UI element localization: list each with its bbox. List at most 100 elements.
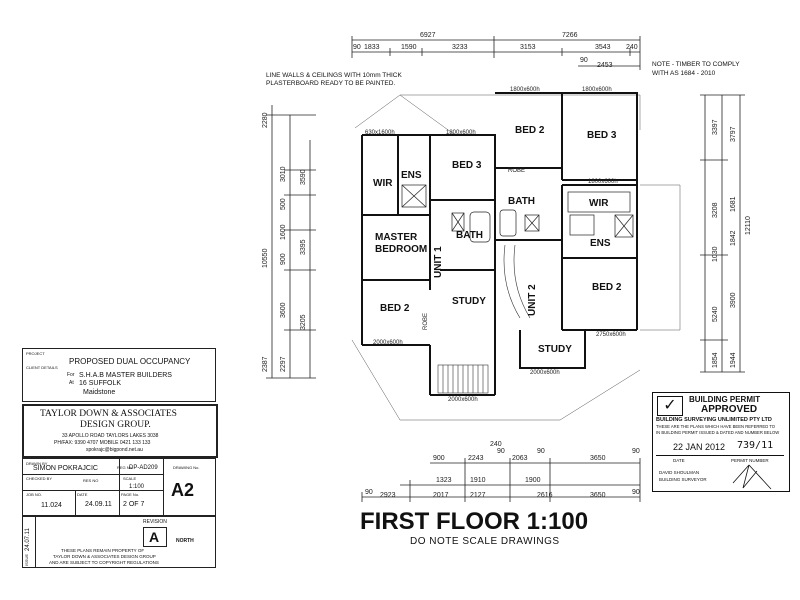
dim-left: 1600 xyxy=(280,224,287,240)
revision-box: A xyxy=(143,527,167,547)
project-label: PROJECT xyxy=(26,351,45,356)
stamp-number: 739/11 xyxy=(737,440,774,451)
date-label: DATE xyxy=(77,492,88,497)
room-bed2-unit2b: BED 2 xyxy=(592,282,622,293)
dim-right: 3797 xyxy=(730,126,737,142)
sheet-size: A2 xyxy=(171,480,195,500)
dim-bottom-row3: 1900 xyxy=(525,477,541,484)
north-label: NORTH xyxy=(176,538,194,544)
dim-top-row2: 1590 xyxy=(401,44,417,51)
dim-left: 3600 xyxy=(280,302,287,318)
address-at: At xyxy=(69,380,74,386)
check-icon: ✓ xyxy=(657,396,683,416)
suburb: Maidstone xyxy=(83,389,116,396)
unit-1-label: UNIT 1 xyxy=(433,246,444,278)
drawing-title: FIRST FLOOR 1:100 xyxy=(360,508,589,535)
dim-bottom-row4: 90 xyxy=(632,489,640,496)
dim-left: 2387 xyxy=(262,356,269,372)
reg-no: DP-AD209 xyxy=(129,465,158,471)
dim-top-overall-left: 6927 xyxy=(420,32,436,39)
drawing-info-panel: DRAWN BY SIMON POKRAJCIC REG No. DP-AD20… xyxy=(22,458,216,516)
dim-bottom-row3: 1910 xyxy=(470,477,486,484)
project-title: PROPOSED DUAL OCCUPANCY xyxy=(69,357,191,366)
window-label: 2750x600h xyxy=(596,332,626,338)
dim-left: 2297 xyxy=(280,356,287,372)
checked-label: CHECKED BY xyxy=(26,476,53,481)
res-no-label: RES NO xyxy=(83,478,99,483)
dim-left: 2280 xyxy=(262,112,269,128)
stamp-sig-1: DAVID SHOULMAN xyxy=(659,470,700,475)
dim-bottom-row2: 90 xyxy=(497,448,505,455)
note-timber: NOTE - TIMBER TO COMPLY WITH AS 1684 - 2… xyxy=(652,61,740,78)
room-study-unit2: STUDY xyxy=(538,344,572,355)
dim-right: 3900 xyxy=(730,292,737,308)
firm-panel: TAYLOR DOWN & ASSOCIATES DESIGN GROUP. 3… xyxy=(22,404,218,458)
dim-right: 3208 xyxy=(712,202,719,218)
drawn-by-label: DRAWN BY xyxy=(26,461,48,466)
stamp-line-3: IN BUILDING PERMIT ISSUED & DATED AND NU… xyxy=(656,430,780,435)
dim-left: 10550 xyxy=(262,248,269,268)
dim-left: 500 xyxy=(280,198,287,210)
copyright-1: THESE PLANS REMAIN PROPERTY OF xyxy=(61,548,145,553)
dim-left: 900 xyxy=(280,253,287,265)
dim-right: 1681 xyxy=(730,196,737,212)
page-label: PAGE No. xyxy=(121,492,140,497)
dim-right: 1944 xyxy=(730,352,737,368)
room-master-bedroom: MASTER BEDROOM xyxy=(375,232,428,255)
dim-bottom-row4: 2923 xyxy=(380,492,396,499)
dim-top-row2: 90 xyxy=(353,44,361,51)
dim-bottom-row2: 90 xyxy=(537,448,545,455)
window-label: 2000x600h xyxy=(373,340,403,346)
dim-left: 3590 xyxy=(300,169,307,185)
scale-label: SCALE xyxy=(123,476,137,481)
client-label: CLIENT DETAILS xyxy=(26,365,58,370)
stamp-date-label: DATE xyxy=(673,458,685,463)
firm-name: TAYLOR DOWN & ASSOCIATES xyxy=(40,409,177,419)
revision-label: REVISION xyxy=(143,519,167,525)
address: 16 SUFFOLK xyxy=(79,380,122,387)
window-label: 1800x600h xyxy=(510,87,540,93)
dim-right: 5240 xyxy=(712,306,719,322)
room-study-unit1: STUDY xyxy=(452,296,486,307)
copyright-3: AND ARE SUBJECT TO COPYRIGHT REGULATIONS xyxy=(49,560,159,565)
revision-value: A xyxy=(149,529,160,545)
dim-bottom-row4: 3650 xyxy=(590,492,606,499)
dim-bottom-row2: 3650 xyxy=(590,455,606,462)
dim-top-row3: 2453 xyxy=(597,62,613,69)
stamp-date: 22 JAN 2012 xyxy=(673,442,726,452)
dim-bottom-row4: 90 xyxy=(365,489,373,496)
dim-right: 1030 xyxy=(712,246,719,262)
dim-top-row2: 3153 xyxy=(520,44,536,51)
dim-bottom-row2: 900 xyxy=(433,455,445,462)
dim-top-row2: 3543 xyxy=(595,44,611,51)
robe-label-unit2: ROBE xyxy=(508,168,526,174)
stamp-title-1: BUILDING PERMIT xyxy=(689,395,761,404)
room-bed3-unit1: BED 3 xyxy=(452,160,482,171)
room-wir-unit2: WIR xyxy=(589,198,609,209)
dim-top-row2: 240 xyxy=(626,44,638,51)
page-value: 2 OF 7 xyxy=(123,501,145,508)
stamp-title-2: APPROVED xyxy=(701,404,758,415)
drawn-by: SIMON POKRAJCIC xyxy=(33,465,98,472)
job-no-label: JOB NO. xyxy=(26,492,43,497)
window-label: 1800x600h xyxy=(582,87,612,93)
firm-email: spokrajc@bigpond.net.au xyxy=(86,447,143,453)
dim-bottom-row4: 2616 xyxy=(537,492,553,499)
room-ens-unit2: ENS xyxy=(590,238,611,249)
room-bed3-unit2: BED 3 xyxy=(587,130,617,141)
note-plasterboard: LINE WALLS & CEILINGS WITH 10mm THICK PL… xyxy=(266,72,402,88)
dim-bottom-row2: 90 xyxy=(632,448,640,455)
permit-stamp: ✓ BUILDING PERMIT APPROVED BUILDING SURV… xyxy=(652,392,790,492)
window-label: 1800x600h xyxy=(446,130,476,136)
robe-label-unit1: ROBE xyxy=(423,312,429,330)
signature-scribble xyxy=(732,464,772,490)
dim-top-row3: 90 xyxy=(580,57,588,64)
dim-right: 1854 xyxy=(712,352,719,368)
copyright-2: TAYLOR DOWN & ASSOCIATES DESIGN GROUP xyxy=(53,554,156,559)
stamp-sig-2: BUILDING SURVEYOR xyxy=(659,477,707,482)
firm-address: 33 APOLLO ROAD TAYLORS LAKES 3038 xyxy=(62,433,159,439)
window-label: 2000x600h xyxy=(448,397,478,403)
stamp-line-2: THESE ARE THE PLANS WHICH HAVE BEEN REFE… xyxy=(656,424,776,429)
scale-value: 1:100 xyxy=(129,484,145,490)
